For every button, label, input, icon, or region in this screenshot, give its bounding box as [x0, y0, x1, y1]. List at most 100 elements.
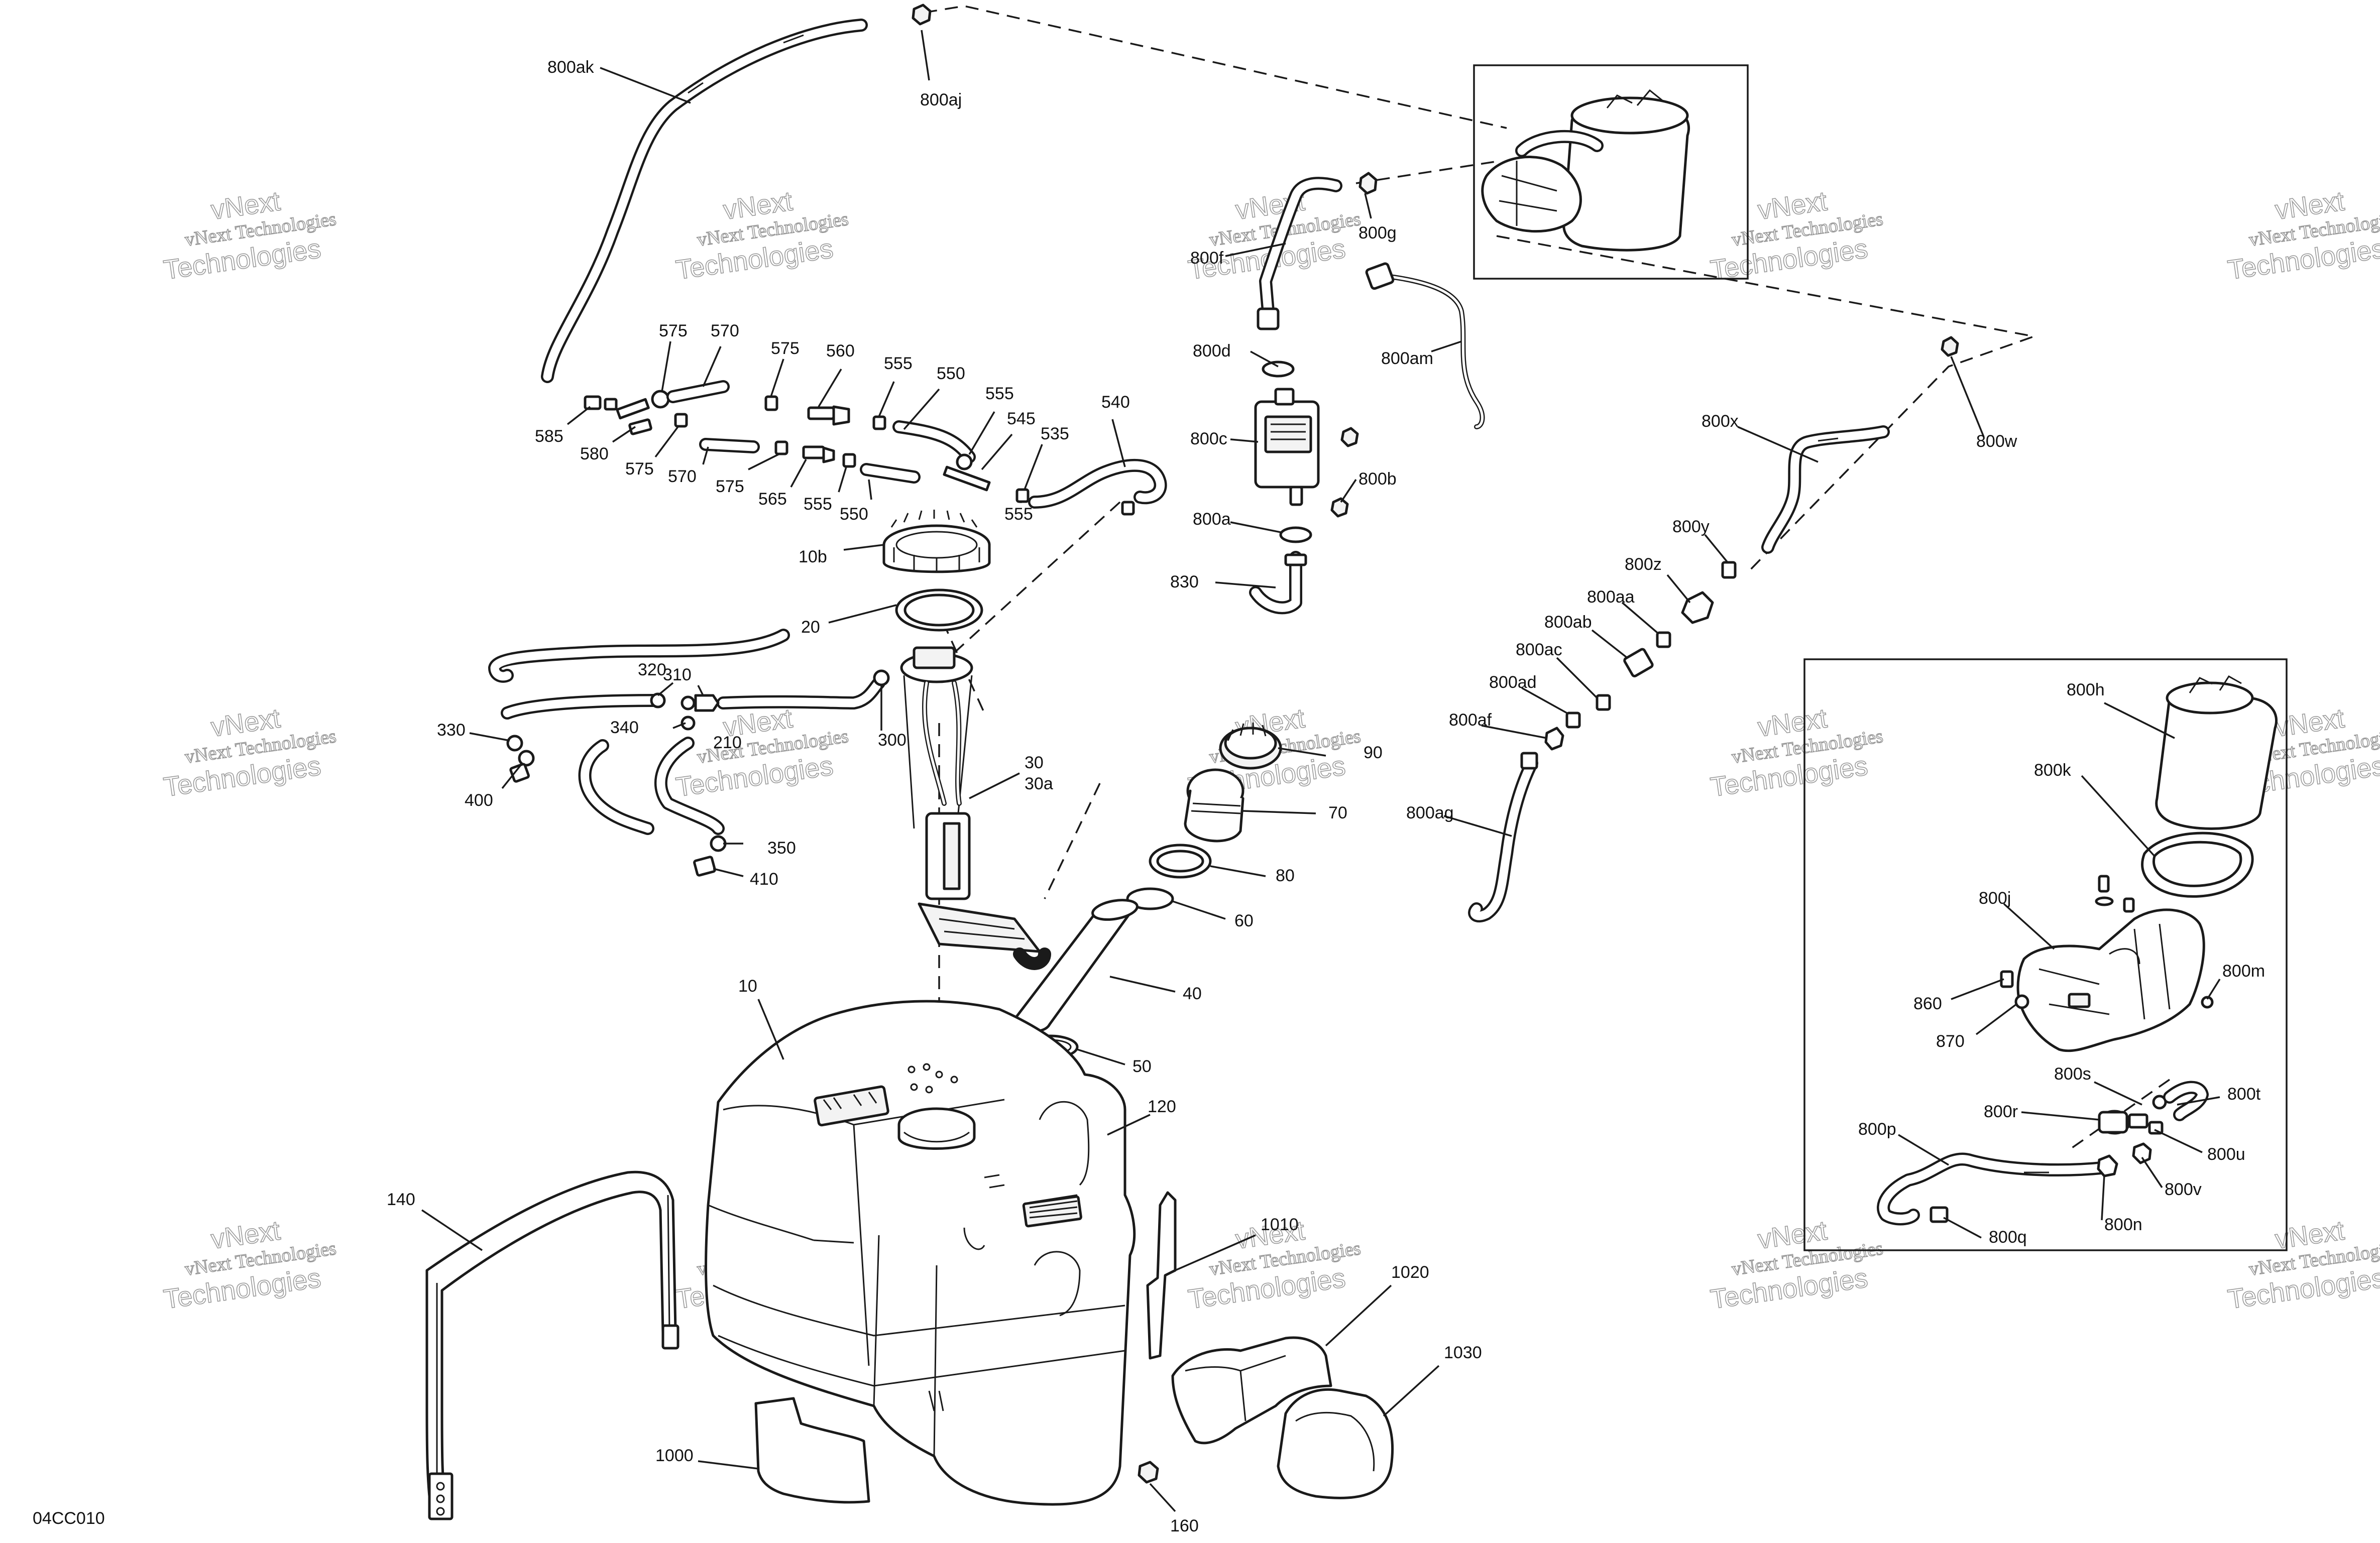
watermark: vNext Technologies Technologies vNext	[673, 703, 850, 803]
callout-800g: 800g	[1358, 223, 1397, 243]
callout-10: 10	[738, 977, 757, 996]
bolts-860-870	[2000, 875, 2214, 1009]
callout-545: 545	[1007, 409, 1036, 428]
callout-555-top-b: 555	[985, 384, 1014, 403]
nut-160	[1138, 1461, 1159, 1484]
fitting-chain	[584, 380, 1167, 516]
callout-585: 585	[535, 427, 563, 446]
watermark: vNext Technologies Technologies vNext	[1708, 186, 1884, 286]
callout-540: 540	[1101, 393, 1130, 412]
callout-1020: 1020	[1391, 1263, 1429, 1282]
callout-570-bottom: 570	[668, 467, 697, 486]
callout-50: 50	[1132, 1057, 1152, 1076]
watermark: vNext Technologies Technologies vNext	[161, 186, 337, 286]
charcoal-canister-800h	[2155, 675, 2278, 830]
callout-90: 90	[1364, 743, 1383, 762]
callout-30: 30	[1025, 753, 1044, 772]
watermark: vNext Technologies Technologies vNext	[1708, 1215, 1884, 1316]
fuel-lines-left	[488, 629, 890, 877]
callout-800m: 800m	[2222, 962, 2265, 981]
callout-870: 870	[1936, 1032, 1965, 1051]
callout-800v: 800v	[2165, 1180, 2202, 1199]
callout-565: 565	[758, 490, 787, 509]
callout-800ab: 800ab	[1544, 613, 1592, 632]
watermark: vNext Technologies Technologies vNext	[2225, 1215, 2380, 1316]
callout-800z: 800z	[1625, 555, 1662, 574]
callout-1000: 1000	[655, 1446, 694, 1465]
fuel-pump-module-30	[900, 646, 1051, 970]
callout-310: 310	[663, 665, 692, 684]
callout-800aj: 800aj	[920, 90, 962, 109]
leader-lines	[421, 30, 2221, 1512]
callout-555-bottom-a: 555	[804, 495, 832, 514]
callout-350: 350	[767, 839, 796, 858]
tank-strap-140	[425, 1170, 679, 1520]
valve-800r	[2098, 1081, 2209, 1164]
assembly-dashed-lines	[924, 5, 2171, 1151]
callout-800p: 800p	[1858, 1120, 1896, 1139]
callout-800aa: 800aa	[1587, 587, 1635, 607]
strap-800k	[2141, 832, 2254, 898]
heat-shield-1010	[1146, 1191, 1177, 1360]
callout-800ak: 800ak	[547, 58, 595, 77]
callout-800ac: 800ac	[1516, 640, 1562, 659]
callout-575-bottom-b: 575	[716, 477, 744, 496]
callout-80: 80	[1276, 866, 1295, 885]
callout-1030: 1030	[1444, 1343, 1482, 1362]
callout-140: 140	[387, 1190, 415, 1209]
clamp-60	[1126, 887, 1174, 910]
callout-340: 340	[610, 718, 639, 737]
callout-800f: 800f	[1190, 249, 1224, 268]
callout-860: 860	[1913, 994, 1942, 1013]
callout-580: 580	[580, 444, 609, 463]
callout-410: 410	[750, 870, 778, 889]
callout-210: 210	[713, 733, 742, 752]
seal-20	[895, 588, 983, 632]
callout-800k: 800k	[2034, 761, 2072, 780]
callout-535: 535	[1041, 424, 1069, 443]
callout-800af: 800af	[1449, 710, 1492, 730]
callout-800j: 800j	[1979, 889, 2011, 908]
callout-800w: 800w	[1976, 432, 2017, 451]
callout-560: 560	[826, 341, 855, 361]
callout-labels: 800ak 800aj 800g 800f 800d 800am 800c 80…	[387, 58, 2265, 1535]
lock-ring-10b	[882, 510, 991, 573]
callout-800n: 800n	[2104, 1215, 2142, 1234]
callout-555-bottom-b: 555	[1004, 505, 1033, 524]
callout-800y: 800y	[1672, 517, 1710, 536]
canister-hoses-left	[1249, 172, 1485, 615]
callout-800a: 830	[1170, 572, 1199, 591]
callout-800b: 800a	[1193, 510, 1231, 529]
callout-800q: 800q	[1989, 1228, 2027, 1247]
callout-575-top-b: 575	[771, 339, 800, 358]
watermark: vNext Technologies Technologies vNext	[1708, 703, 1884, 803]
fuel-cap-90	[1219, 723, 1282, 770]
callout-400: 400	[465, 791, 493, 810]
diagram-code: 04CC010	[33, 1509, 105, 1528]
callout-320: 320	[638, 660, 666, 679]
callout-800d: 800d	[1193, 341, 1231, 361]
bracket-800j	[2016, 908, 2205, 1052]
heat-shield-1000	[754, 1397, 870, 1504]
callout-30a: 30a	[1025, 774, 1053, 793]
callout-40: 40	[1183, 984, 1202, 1003]
watermark: vNext Technologies Technologies vNext	[673, 186, 850, 286]
heat-shield-1020	[1171, 1336, 1332, 1445]
callout-800ad: 800ad	[1489, 673, 1537, 692]
callout-70: 70	[1328, 803, 1347, 822]
callout-300: 300	[878, 731, 906, 750]
callout-20: 20	[801, 618, 820, 637]
fitting-800aj	[912, 4, 932, 26]
callout-550-top: 550	[937, 364, 965, 383]
callout-10b: 10b	[799, 547, 827, 566]
canister-inset	[1481, 89, 1690, 252]
filler-neck-70	[1184, 768, 1244, 843]
callout-550-bottom: 550	[840, 505, 868, 524]
callout-800h: 800h	[2067, 680, 2105, 699]
callout-800s: 800s	[2054, 1064, 2091, 1084]
callout-60: 60	[1234, 911, 1254, 930]
callout-830: 800b	[1358, 469, 1397, 489]
callout-800am: 800am	[1381, 349, 1433, 368]
callout-800c: 800c	[1190, 429, 1227, 448]
callout-575-bottom-a: 575	[625, 459, 654, 479]
